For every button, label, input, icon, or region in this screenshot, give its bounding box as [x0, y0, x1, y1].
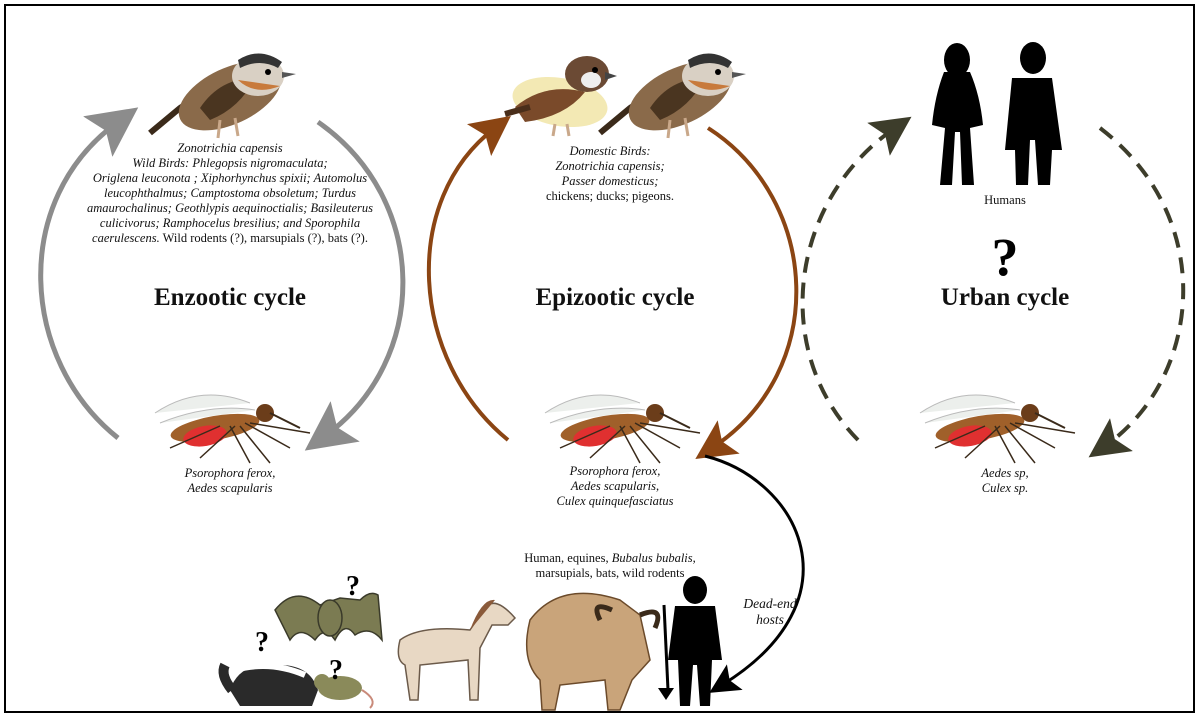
urban-vector-line-1: Aedes sp, [930, 466, 1080, 481]
horse-icon [398, 600, 515, 700]
human-with-hoe-icon [658, 576, 722, 706]
urban-host-label: Humans [960, 193, 1050, 208]
mosquito-icon-enzootic [155, 395, 310, 463]
sparrow-icon [150, 47, 296, 144]
urban-vectors: Aedes sp, Culex sp. [930, 466, 1080, 496]
skunk-icon [224, 664, 318, 706]
epizootic-cycle-title: Epizootic cycle [500, 284, 730, 312]
dead-end-label-line-1: Dead-end [730, 596, 810, 612]
epizootic-host-line-4: chickens; ducks; pigeons. [510, 189, 710, 204]
epizootic-vector-line-1: Psorophora ferox, [505, 464, 725, 479]
epizootic-host-line-1: Domestic Birds: [510, 144, 710, 159]
enzootic-vector-line-2: Aedes scapularis [120, 481, 340, 496]
enzootic-vectors: Psorophora ferox, Aedes scapularis [120, 466, 340, 496]
dead-end-hosts-line-1: Human, equines, Bubalus bubalis, [510, 551, 710, 566]
dead-end-hosts-line-1-italic: Bubalus bubalis, [612, 551, 696, 565]
epizootic-arrow-up [429, 128, 508, 440]
mosquito-icon-urban [920, 395, 1075, 463]
dead-end-hosts-list: Human, equines, Bubalus bubalis, marsupi… [510, 551, 710, 581]
house-sparrow-icon [505, 56, 617, 136]
epizootic-vectors: Psorophora ferox, Aedes scapularis, Cule… [505, 464, 725, 509]
urban-cycle-title: Urban cycle [900, 284, 1110, 312]
wild-birds-line-6: caerulescens. Wild rodents (?), marsupia… [70, 231, 390, 246]
urban-unknown-mark: ? [980, 228, 1030, 286]
epizootic-vector-line-2: Aedes scapularis, [505, 479, 725, 494]
epizootic-hosts: Domestic Birds: Zonotrichia capensis; Pa… [510, 144, 710, 204]
sparrow-icon-2 [600, 47, 746, 144]
enzootic-cycle-title: Enzootic cycle [120, 284, 340, 312]
man-silhouette-icon [1005, 42, 1062, 185]
bat-unknown-mark: ? [343, 572, 363, 602]
wild-birds-line-6-italic: caerulescens. [92, 231, 160, 245]
enzootic-bird-species: Zonotrichia capensis [120, 141, 340, 156]
urban-vector-line-2: Culex sp. [930, 481, 1080, 496]
epizootic-host-line-2: Zonotrichia capensis; [510, 159, 710, 174]
dead-end-hosts-line-2: marsupials, bats, wild rodents [510, 566, 710, 581]
wild-birds-line-3: leucophthalmus; Camptostoma obsoletum; T… [70, 186, 390, 201]
urban-arrow-down [1100, 128, 1183, 446]
urban-arrow-up [803, 128, 895, 440]
mosquito-icon-epizootic [545, 395, 700, 463]
skunk-unknown-mark: ? [252, 628, 272, 658]
buffalo-icon [527, 593, 658, 710]
woman-silhouette-icon [932, 43, 983, 185]
dead-end-hosts-line-1-plain: Human, equines, [524, 551, 611, 565]
enzootic-vector-line-1: Psorophora ferox, [120, 466, 340, 481]
wild-birds-line-2: Origlena leuconota ; Xiphorhynchus spixi… [70, 171, 390, 186]
wild-birds-line-5: culicivorus; Ramphocelus bresilius; and … [70, 216, 390, 231]
wild-birds-line-6-rest: Wild rodents (?), marsupials (?), bats (… [160, 231, 368, 245]
mouse-unknown-mark: ? [326, 656, 346, 686]
epizootic-vector-line-3: Culex quinquefasciatus [505, 494, 725, 509]
enzootic-wild-birds: Wild Birds: Phlegopsis nigromaculata; Or… [70, 156, 390, 246]
dead-end-label-line-2: hosts [730, 612, 810, 628]
epizootic-host-line-3: Passer domesticus; [510, 174, 710, 189]
dead-end-label: Dead-end hosts [730, 596, 810, 628]
wild-birds-line-1: Wild Birds: Phlegopsis nigromaculata; [70, 156, 390, 171]
wild-birds-line-4: amaurochalinus; Geothlypis aequinoctiali… [70, 201, 390, 216]
bat-icon [275, 593, 382, 640]
